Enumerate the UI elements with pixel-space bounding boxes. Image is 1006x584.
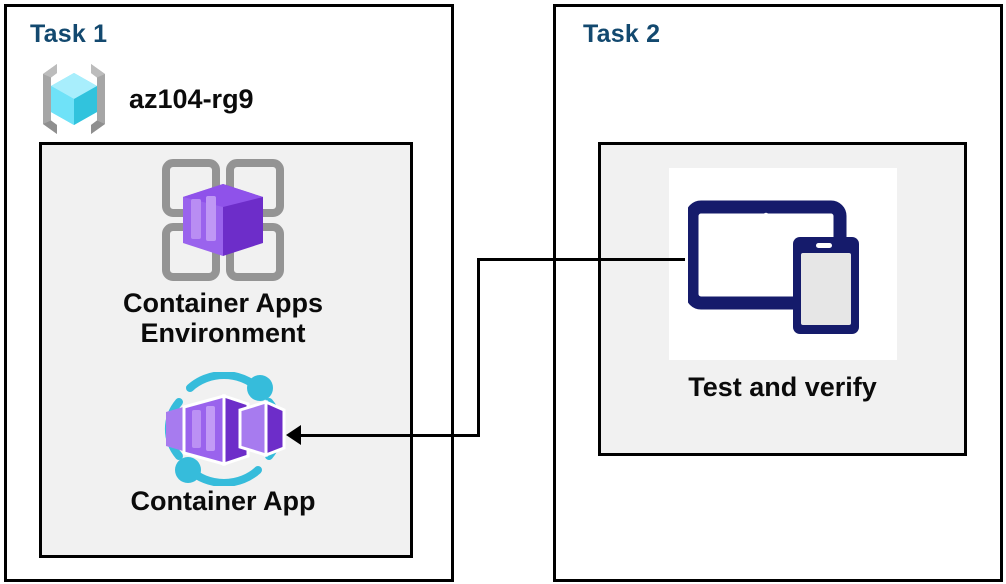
test-and-verify-icon-plate [668,168,897,360]
test-and-verify-caption: Test and verify [688,372,877,402]
node-test-and-verify: Test and verify [598,168,967,402]
connector-segment-bottom [297,434,480,437]
devices-tablet-phone-icon [687,189,878,339]
task-2-title: Task 2 [583,20,661,48]
connector-segment-vertical [477,258,480,436]
node-container-apps-environment: Container Apps Environment [39,152,407,348]
resource-group-icon [33,60,115,138]
resource-group-row: az104-rg9 [33,60,254,138]
container-app-icon [150,372,296,486]
node-container-app: Container App [39,372,407,516]
resource-group-label: az104-rg9 [129,83,254,114]
container-app-caption: Container App [130,486,316,516]
connector-segment-top [477,258,685,261]
connector-arrowhead [286,425,301,445]
container-apps-environment-icon [155,152,291,288]
container-apps-environment-caption: Container Apps Environment [122,288,323,349]
task-1-title: Task 1 [30,20,108,48]
